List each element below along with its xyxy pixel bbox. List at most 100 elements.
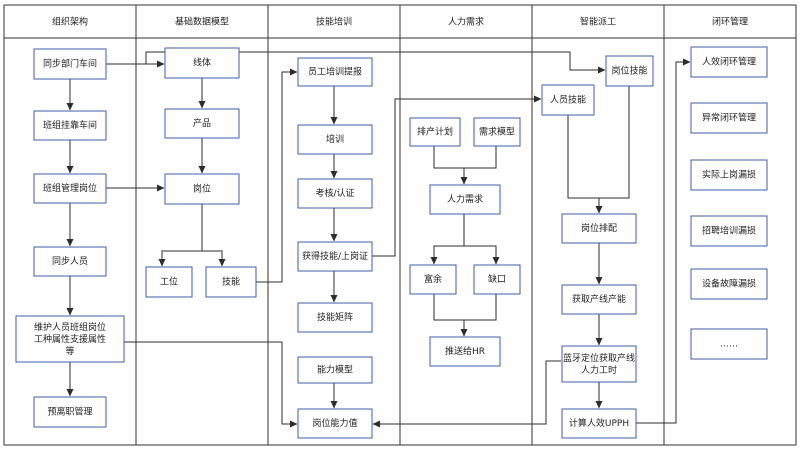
- node-post-schedule: 岗位排配: [581, 222, 617, 234]
- edge-post-skill-to-schedule: [595, 86, 630, 214]
- node-skill: 技能: [222, 276, 240, 288]
- node-shortage-box: [473, 264, 521, 295]
- node-schedule-plan-box: [409, 117, 461, 147]
- node-maintain-attrs: 维护人员班组岗位工种属性支援属性等: [34, 321, 106, 357]
- edge-model-to-hr-demand: [464, 146, 497, 169]
- node-station-box: [145, 266, 193, 298]
- edge-staff-skill-to-schedule: [567, 115, 599, 199]
- node-bt-labor-box: [561, 345, 637, 383]
- node-labels: 同步部门车间 班组挂靠车间 班组管理岗位 同步人员 维护人员班组岗位工种属性支援…: [34, 56, 756, 430]
- node-training-box: [297, 124, 373, 155]
- node-calc-upph: 计算人效UPPH: [569, 417, 629, 429]
- node-push-hr-box: [429, 336, 501, 367]
- edge-shortage-to-push: [464, 294, 497, 321]
- node-demand-model-box: [473, 117, 521, 147]
- node-surplus-box: [409, 264, 457, 295]
- node-line-capacity-box: [561, 284, 637, 315]
- edge-surplus-to-push: [433, 294, 468, 337]
- node-eff-loop-box: [690, 46, 768, 78]
- node-hr-demand-box: [429, 184, 501, 215]
- connectors: [66, 51, 691, 428]
- lane-header-dispatch: 智能派工: [580, 16, 616, 28]
- node-sync-staff-box: [33, 246, 107, 277]
- node-skill-box: [205, 266, 257, 298]
- node-abnormal-loop: 异常闭环管理: [702, 112, 756, 124]
- node-equip-miss: 设备故障漏损: [702, 278, 756, 290]
- node-calc-upph-box: [561, 408, 637, 439]
- node-onduty-miss: 实际上岗漏损: [702, 169, 756, 181]
- edge-hr-demand-split: [430, 214, 465, 265]
- node-line-capacity: 获取产线产能: [572, 293, 626, 305]
- node-equip-miss-box: [690, 268, 768, 300]
- node-post-skill: 岗位技能: [611, 65, 647, 77]
- edge-maintain-to-post-ability: [124, 341, 298, 428]
- node-team-workshop: 班组挂靠车间: [43, 119, 97, 131]
- node-skill-matrix: 技能矩阵: [317, 311, 353, 323]
- label-line: 维护人员班组岗位: [34, 321, 106, 333]
- node-station: 工位: [160, 276, 178, 288]
- node-post-ability: 岗位能力值: [312, 417, 357, 429]
- node-training-report: 员工培训提报: [308, 66, 362, 78]
- node-get-skill-box: [297, 241, 373, 272]
- label-line: 等: [65, 345, 74, 357]
- node-more: ……: [720, 340, 738, 350]
- node-assess-box: [297, 178, 373, 209]
- node-pre-leave: 预离职管理: [47, 406, 92, 418]
- node-pre-leave-box: [33, 396, 107, 428]
- edge-post-to-skill: [202, 250, 226, 267]
- edge-hr-demand-to-shortage: [464, 245, 500, 265]
- node-staff-skill-box: [541, 84, 595, 116]
- lane-frame: [3, 4, 797, 446]
- node-surplus: 富余: [424, 273, 442, 285]
- node-schedule-plan: 排产计划: [417, 126, 453, 138]
- node-post-ability-box: [297, 408, 373, 439]
- node-post: 岗位: [193, 183, 211, 195]
- node-hr-demand: 人力需求: [447, 193, 483, 205]
- lane-header-closed-loop: 闭环管理: [712, 16, 748, 28]
- edge-post-split: [158, 204, 203, 267]
- edge-sync-dept-to-post-skill: [106, 51, 606, 74]
- nodes: [15, 46, 768, 439]
- node-product-box: [164, 108, 240, 139]
- node-bt-labor: 蓝牙定位获取产线人力工时: [563, 352, 635, 376]
- node-team-workshop-box: [33, 110, 107, 141]
- label-line: 工种属性支援属性: [34, 333, 106, 345]
- node-staff-skill: 人员技能: [550, 94, 586, 106]
- node-sync-dept: 同步部门车间: [43, 58, 97, 70]
- node-more-box: [690, 328, 768, 360]
- node-sync-staff: 同步人员: [52, 256, 88, 267]
- node-training: 培训: [326, 133, 344, 145]
- node-maintain-attrs-box: [15, 315, 125, 363]
- label-line: 蓝牙定位获取产线: [563, 352, 635, 364]
- lane-header-org: 组织架构: [52, 16, 88, 28]
- edge-get-skill-to-staff-skill: [371, 95, 542, 257]
- node-product: 产品: [193, 117, 211, 129]
- node-shortage: 缺口: [488, 273, 506, 285]
- node-training-report-box: [297, 57, 373, 87]
- node-eff-loop: 人效闭环管理: [702, 56, 756, 68]
- node-team-post-box: [33, 173, 107, 204]
- node-assess: 考核/认证: [315, 187, 354, 199]
- node-recruit-miss-box: [690, 215, 768, 247]
- node-line-box: [164, 47, 240, 79]
- node-line: 线体: [193, 57, 211, 69]
- lane-header-basic-data: 基础数据模型: [175, 16, 229, 28]
- node-sync-dept-box: [33, 48, 107, 80]
- node-post-schedule-box: [561, 213, 637, 244]
- node-team-post: 班组管理岗位: [43, 182, 97, 194]
- node-abnormal-loop-box: [690, 102, 768, 134]
- node-skill-matrix-box: [297, 302, 373, 333]
- edge-skill-to-training-report: [256, 68, 298, 283]
- lane-headers: 组织架构 基础数据模型 技能培训 人力需求 智能派工 闭环管理: [52, 16, 748, 28]
- node-post-skill-box: [605, 55, 654, 87]
- edge-plan-to-hr-demand: [433, 146, 468, 185]
- edge-upph-to-post-ability: [372, 360, 561, 428]
- node-get-skill: 获得技能/上岗证: [302, 250, 368, 262]
- node-ability-model-box: [297, 356, 373, 384]
- node-demand-model: 需求模型: [479, 126, 515, 138]
- node-ability-model: 能力模型: [317, 364, 353, 376]
- node-push-hr: 推送给HR: [445, 345, 485, 357]
- lane-header-training: 技能培训: [316, 16, 352, 28]
